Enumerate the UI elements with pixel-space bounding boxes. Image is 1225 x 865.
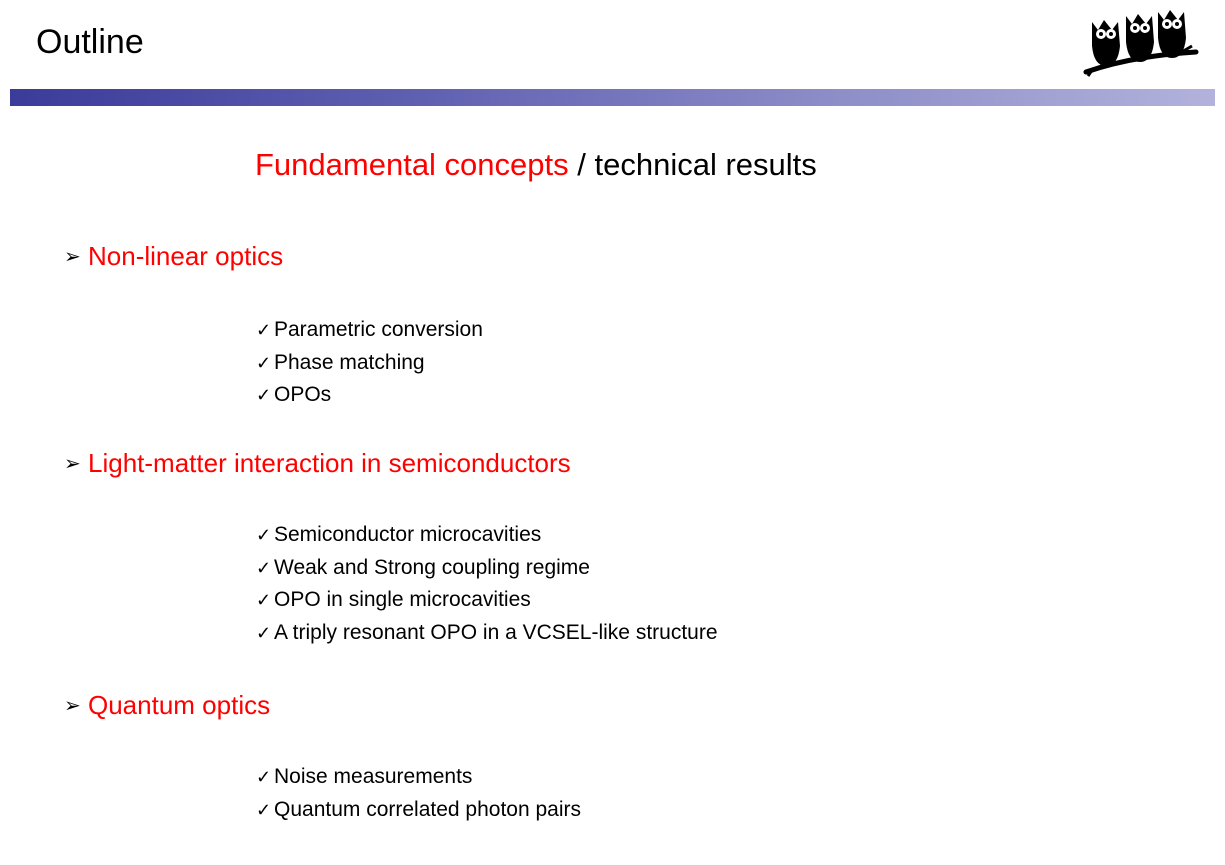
checkmark-icon: ✓ xyxy=(256,767,272,787)
arrow-bullet-icon: ➢ xyxy=(64,453,81,475)
list-item: ✓Weak and Strong coupling regime xyxy=(256,552,718,585)
checkmark-icon: ✓ xyxy=(256,590,272,610)
section-heading-nonlinear-optics: ➢ Non-linear optics xyxy=(64,240,283,273)
section-items-nonlinear-optics: ✓Parametric conversion ✓Phase matching ✓… xyxy=(256,314,483,412)
section-heading-text: Light-matter interaction in semiconducto… xyxy=(88,448,571,478)
checkmark-icon: ✓ xyxy=(256,320,272,340)
subtitle-highlight: Fundamental concepts xyxy=(255,147,569,182)
subtitle-rest: / technical results xyxy=(568,147,817,182)
section-heading-text: Non-linear optics xyxy=(88,241,284,271)
title-underline-bar xyxy=(10,89,1215,106)
section-heading-quantum-optics: ➢ Quantum optics xyxy=(64,689,270,722)
list-item: ✓Noise measurements xyxy=(256,761,581,794)
slide-title: Outline xyxy=(36,23,144,61)
checkmark-icon: ✓ xyxy=(256,352,272,373)
list-item: ✓Phase matching xyxy=(256,347,483,380)
checkmark-icon: ✓ xyxy=(256,525,272,545)
section-items-light-matter: ✓Semiconductor microcavities ✓Weak and S… xyxy=(256,519,718,649)
section-heading-text: Quantum optics xyxy=(88,690,271,720)
arrow-bullet-icon: ➢ xyxy=(64,695,81,717)
list-item: ✓OPOs xyxy=(256,379,483,412)
list-item: ✓Parametric conversion xyxy=(256,314,483,347)
checkmark-icon: ✓ xyxy=(256,799,272,820)
list-item: ✓A triply resonant OPO in a VCSEL-like s… xyxy=(256,617,718,650)
checkmark-icon: ✓ xyxy=(256,557,272,578)
three-owls-on-branch-icon xyxy=(1083,10,1199,77)
slide-subtitle: Fundamental concepts / technical results xyxy=(255,145,817,185)
checkmark-icon: ✓ xyxy=(256,385,272,405)
list-item: ✓OPO in single microcavities xyxy=(256,584,718,617)
arrow-bullet-icon: ➢ xyxy=(64,246,81,268)
list-item: ✓Quantum correlated photon pairs xyxy=(256,794,581,827)
checkmark-icon: ✓ xyxy=(256,622,272,643)
section-heading-light-matter: ➢ Light-matter interaction in semiconduct… xyxy=(64,447,571,480)
section-items-quantum-optics: ✓Noise measurements ✓Quantum correlated … xyxy=(256,761,581,826)
list-item: ✓Semiconductor microcavities xyxy=(256,519,718,552)
